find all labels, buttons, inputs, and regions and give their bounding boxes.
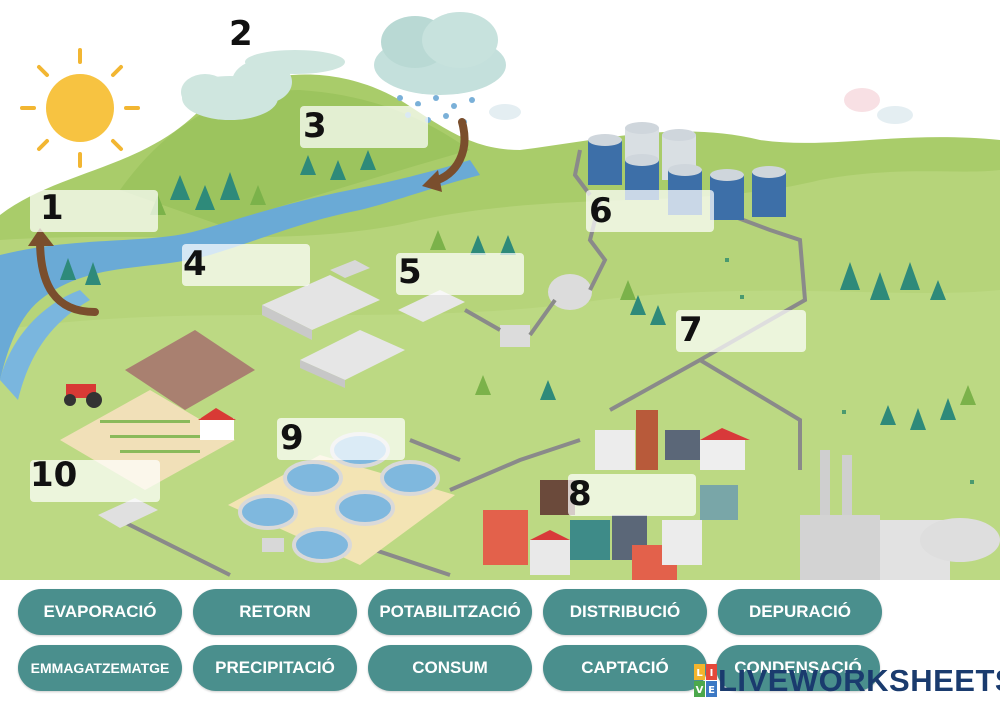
svg-text:V: V bbox=[696, 685, 704, 696]
number-label-8: 8 bbox=[568, 474, 592, 514]
logo-cube-icon: L I V E bbox=[694, 664, 718, 698]
svg-text:L: L bbox=[696, 668, 703, 679]
number-label-6: 6 bbox=[589, 191, 613, 231]
svg-text:I: I bbox=[710, 668, 714, 679]
word-chip-potabilitzacio[interactable]: POTABILITZACIÓ bbox=[368, 589, 532, 635]
number-label-2: 2 bbox=[229, 14, 253, 54]
word-chip-precipitacio[interactable]: PRECIPITACIÓ bbox=[193, 645, 357, 691]
word-chip-distribucio[interactable]: DISTRIBUCIÓ bbox=[543, 589, 707, 635]
svg-text:E: E bbox=[708, 685, 715, 696]
number-label-10: 10 bbox=[30, 455, 77, 495]
logo-text: LIVEWORKSHEETS bbox=[718, 663, 1000, 699]
word-chip-emmagatzematge[interactable]: EMMAGATZEMATGE bbox=[18, 645, 182, 691]
pump-icon bbox=[548, 274, 592, 310]
word-chip-retorn[interactable]: RETORN bbox=[193, 589, 357, 635]
word-chip-captacio[interactable]: CAPTACIÓ bbox=[543, 645, 707, 691]
sun-icon bbox=[22, 50, 138, 166]
word-chip-consum[interactable]: CONSUM bbox=[368, 645, 532, 691]
word-chip-depuracio[interactable]: DEPURACIÓ bbox=[718, 589, 882, 635]
number-label-1: 1 bbox=[40, 188, 64, 228]
number-label-3: 3 bbox=[303, 106, 327, 146]
water-cycle-illustration: 1 2 3 4 5 6 7 8 9 10 bbox=[0, 0, 1000, 580]
number-label-4: 4 bbox=[183, 244, 207, 284]
word-chip-evaporacio[interactable]: EVAPORACIÓ bbox=[18, 589, 182, 635]
number-label-5: 5 bbox=[398, 252, 422, 292]
number-label-7: 7 bbox=[679, 310, 703, 350]
number-label-9: 9 bbox=[280, 418, 304, 458]
liveworksheets-logo: L I V E LIVEWORKSHEETS bbox=[694, 662, 1000, 700]
